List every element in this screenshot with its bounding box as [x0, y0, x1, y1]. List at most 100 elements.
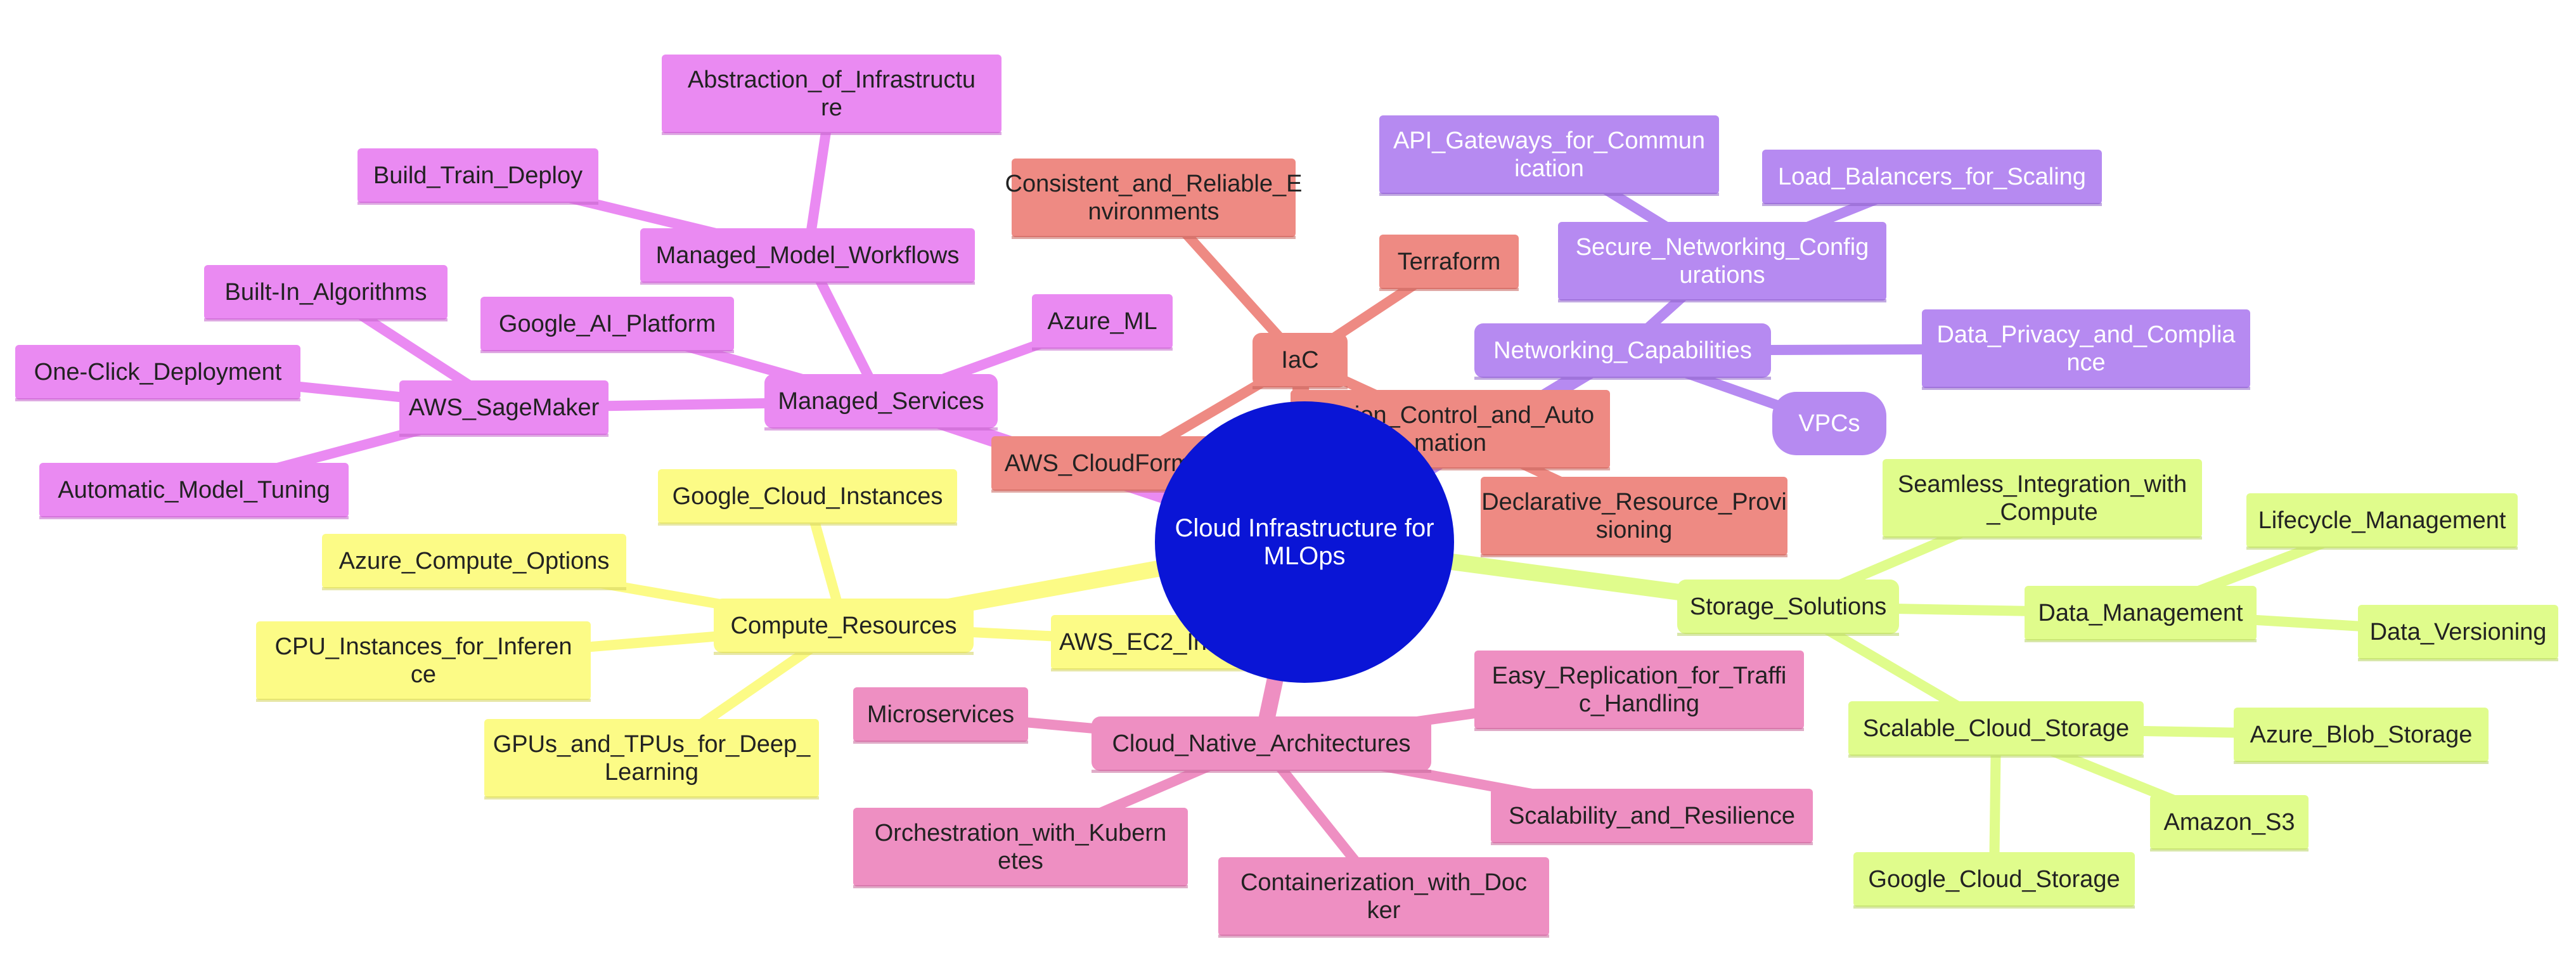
node-label-line: CPU_Instances_for_Inferen [275, 633, 572, 660]
node-label-line: Easy_Replication_for_Traffi [1492, 663, 1787, 689]
node-net-vpcs[interactable]: VPCs [1772, 392, 1886, 455]
root-ellipse [1155, 401, 1454, 683]
node-underline [640, 282, 975, 285]
node-ms-sagemaker[interactable]: AWS_SageMaker [399, 380, 609, 437]
node-box [662, 55, 1001, 133]
node-st-s3[interactable]: Amazon_S3 [2150, 795, 2309, 852]
node-cn-micro[interactable]: Microservices [853, 687, 1028, 744]
node-underline [322, 587, 626, 590]
node-underline [1032, 347, 1173, 351]
node-cr-gpu[interactable]: GPUs_and_TPUs_for_Deep_Learning [484, 719, 819, 800]
node-label-line: IaC [1281, 347, 1318, 373]
node-box [1491, 789, 1813, 843]
node-box [1677, 580, 1899, 634]
node-cr-azure[interactable]: Azure_Compute_Options [322, 534, 626, 590]
node-ms-btd[interactable]: Build_Train_Deploy [357, 148, 598, 205]
node-underline [39, 516, 349, 519]
node-ms-workflows[interactable]: Managed_Model_Workflows [640, 228, 975, 285]
node-cr-google[interactable]: Google_Cloud_Instances [658, 469, 957, 526]
node-ms-google[interactable]: Google_AI_Platform [480, 297, 734, 353]
node-label-line: Terraform [1398, 249, 1501, 275]
node-box [256, 621, 591, 700]
node-ms-tuning[interactable]: Automatic_Model_Tuning [39, 463, 349, 519]
node-ms-oneclick[interactable]: One-Click_Deployment [15, 345, 300, 401]
node-box [2246, 493, 2518, 548]
node-st-gcs[interactable]: Google_Cloud_Storage [1853, 852, 2135, 909]
node-label-line: Containerization_with_Doc [1240, 869, 1527, 896]
node-box [658, 469, 957, 524]
node-managed[interactable]: Managed_Services [764, 374, 998, 431]
node-cn-scalability[interactable]: Scalability_and_Resilience [1491, 789, 1813, 845]
node-underline [1491, 842, 1813, 845]
node-label-line: MLOps [1264, 542, 1346, 570]
node-label-line: Built-In_Algorithms [225, 279, 427, 306]
node-underline [2025, 639, 2257, 642]
node-box [1762, 150, 2102, 204]
node-underline [1762, 203, 2102, 206]
node-box [1922, 309, 2250, 388]
node-networking[interactable]: Networking_Capabilities [1474, 323, 1771, 380]
node-label-line: One-Click_Deployment [34, 359, 282, 385]
node-label-line: API_Gateways_for_Commun [1393, 127, 1705, 154]
node-net-lb[interactable]: Load_Balancers_for_Scaling [1762, 150, 2102, 206]
node-underline [2150, 848, 2309, 852]
node-label-line: Data_Management [2038, 600, 2243, 626]
node-box [1032, 294, 1173, 349]
node-label-line: VPCs [1798, 410, 1860, 437]
node-box [399, 380, 609, 435]
node-label-line: Seamless_Integration_with [1898, 471, 2187, 498]
node-label-line: Managed_Model_Workflows [656, 242, 960, 269]
node-box [322, 534, 626, 588]
node-box [357, 148, 598, 203]
node-underline [2246, 547, 2518, 550]
node-compute[interactable]: Compute_Resources [714, 599, 974, 655]
node-label-line: Azure_ML [1047, 308, 1157, 335]
node-label-line: Secure_Networking_Config [1576, 234, 1869, 261]
node-label-line: Learning [605, 759, 699, 786]
node-underline [480, 350, 734, 353]
node-underline [1051, 668, 1298, 671]
node-underline [1291, 467, 1610, 470]
node-iac-terraform[interactable]: Terraform [1379, 235, 1519, 291]
node-label-line: Google_Cloud_Storage [1868, 866, 2120, 893]
node-st-azureblob[interactable]: Azure_Blob_Storage [2234, 708, 2489, 764]
node-box [853, 808, 1188, 886]
node-st-lifecycle[interactable]: Lifecycle_Management [2246, 493, 2518, 550]
node-box [2358, 605, 2558, 659]
node-label-line: Amazon_S3 [2163, 809, 2295, 836]
node-st-datamgmt[interactable]: Data_Management [2025, 586, 2257, 642]
node-st-versioning[interactable]: Data_Versioning [2358, 605, 2558, 661]
node-storage[interactable]: Storage_Solutions [1677, 580, 1899, 636]
node-label-line: nce [2066, 349, 2105, 376]
node-cloudnative[interactable]: Cloud_Native_Architectures [1092, 716, 1431, 773]
node-box [2234, 708, 2489, 762]
node-iac[interactable]: IaC [1253, 333, 1348, 389]
node-underline [658, 522, 957, 526]
node-ms-abstraction[interactable]: Abstraction_of_Infrastructure [662, 55, 1001, 135]
node-label-line: _Compute [1986, 499, 2097, 526]
node-box [1848, 701, 2144, 756]
node-label-line: Scalability_and_Resilience [1509, 803, 1795, 829]
node-ms-builtin[interactable]: Built-In_Algorithms [204, 265, 448, 321]
node-ms-azure[interactable]: Azure_ML [1032, 294, 1173, 351]
node-underline [1379, 193, 1719, 196]
node-underline [714, 652, 974, 655]
node-st-scalable[interactable]: Scalable_Cloud_Storage [1848, 701, 2144, 758]
node-st-seamless[interactable]: Seamless_Integration_with_Compute [1883, 459, 2202, 540]
node-underline [1848, 755, 2144, 758]
node-box [1474, 651, 1804, 729]
node-underline [1474, 377, 1771, 380]
node-underline [1481, 554, 1787, 557]
node-label-line: c_Handling [1579, 690, 1699, 717]
node-underline [853, 885, 1188, 888]
